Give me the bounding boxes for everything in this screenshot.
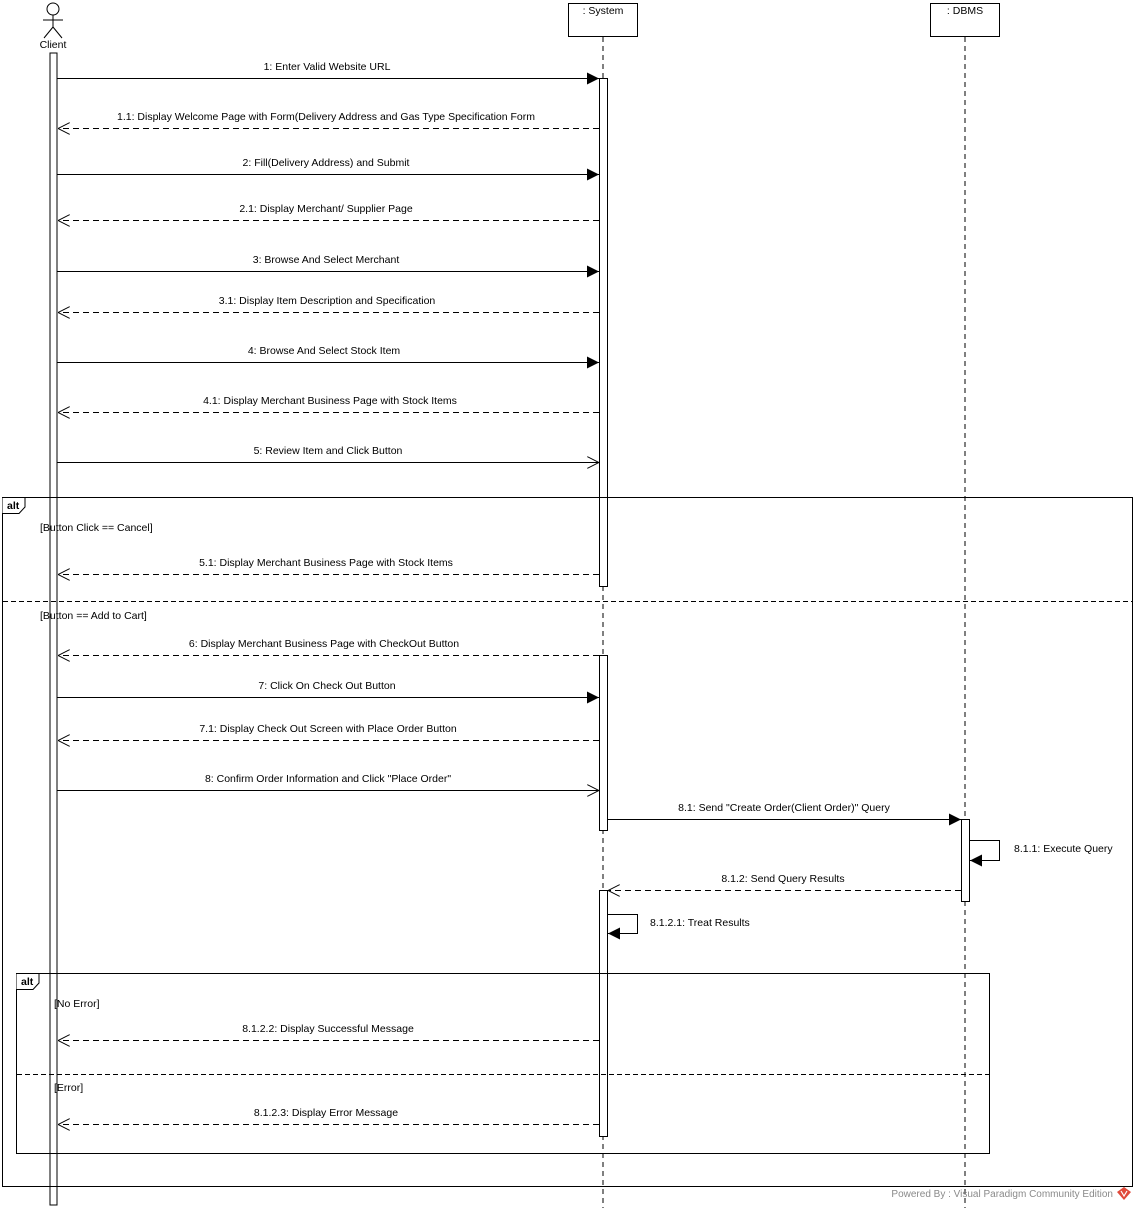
alt-fragment-inner: alt [No Error] [Error] xyxy=(16,973,990,1154)
message-8-1-2-3-label: 8.1.2.3: Display Error Message xyxy=(254,1107,398,1119)
message-8-1-2-1: 8.1.2.1: Treat Results xyxy=(608,914,750,940)
alt-fragment-outer-tag xyxy=(2,497,26,514)
message-4-1: 4.1: Display Merchant Business Page with… xyxy=(58,395,599,413)
message-8-1-1-label: 8.1.1: Execute Query xyxy=(1014,843,1113,855)
alt-guard-cancel: [Button Click == Cancel] xyxy=(40,522,153,534)
alt-fragment-inner-tag xyxy=(16,973,40,990)
message-5: 5: Review Item and Click Button xyxy=(57,445,599,463)
visual-paradigm-logo-icon xyxy=(1117,1187,1131,1200)
watermark: Powered By : Visual Paradigm Community E… xyxy=(891,1187,1131,1200)
message-2-1-label: 2.1: Display Merchant/ Supplier Page xyxy=(239,203,413,215)
lifeline-dbms: : DBMS xyxy=(930,3,1000,1208)
alt-guard-no-error: [No Error] xyxy=(54,998,100,1010)
watermark-text: Powered By : Visual Paradigm Community E… xyxy=(891,1189,1113,1200)
message-2: 2: Fill(Delivery Address) and Submit xyxy=(57,157,599,181)
message-8-1-2-1-label: 8.1.2.1: Treat Results xyxy=(650,917,750,929)
message-4: 4: Browse And Select Stock Item xyxy=(57,345,599,369)
message-7-1-label: 7.1: Display Check Out Screen with Place… xyxy=(199,723,457,735)
message-1-label: 1: Enter Valid Website URL xyxy=(264,61,391,73)
message-6: 6: Display Merchant Business Page with C… xyxy=(58,638,599,656)
message-8-1-2-label: 8.1.2: Send Query Results xyxy=(721,873,844,885)
message-8-1-label: 8.1: Send "Create Order(Client Order)" Q… xyxy=(678,802,890,814)
alt-guard-add-to-cart: [Button == Add to Cart] xyxy=(40,610,147,622)
message-8-1-2-3: 8.1.2.3: Display Error Message xyxy=(58,1107,599,1125)
message-8-label: 8: Confirm Order Information and Click "… xyxy=(205,773,451,785)
lifeline-system-head xyxy=(568,3,638,37)
message-7: 7: Click On Check Out Button xyxy=(57,680,599,704)
message-1-1-label: 1.1: Display Welcome Page with Form(Deli… xyxy=(117,111,535,123)
message-3-label: 3: Browse And Select Merchant xyxy=(253,254,400,266)
message-3-1: 3.1: Display Item Description and Specif… xyxy=(58,295,599,313)
message-5-1-label: 5.1: Display Merchant Business Page with… xyxy=(199,557,453,569)
message-8-1-2-2-label: 8.1.2.2: Display Successful Message xyxy=(242,1023,414,1035)
message-8-1-2-2: 8.1.2.2: Display Successful Message xyxy=(58,1023,599,1041)
message-8-1-1: 8.1.1: Execute Query xyxy=(970,840,1113,867)
message-3: 3: Browse And Select Merchant xyxy=(57,254,599,278)
message-5-1: 5.1: Display Merchant Business Page with… xyxy=(58,557,599,575)
activation-system-2 xyxy=(599,655,608,831)
actor-icon xyxy=(43,2,63,39)
message-4-label: 4: Browse And Select Stock Item xyxy=(248,345,401,357)
message-1-1: 1.1: Display Welcome Page with Form(Deli… xyxy=(58,111,599,129)
message-8-1: 8.1: Send "Create Order(Client Order)" Q… xyxy=(608,802,961,826)
message-1: 1: Enter Valid Website URL xyxy=(57,61,599,85)
alt-fragment-outer-operator: alt xyxy=(7,500,20,512)
message-6-label: 6: Display Merchant Business Page with C… xyxy=(189,638,459,650)
message-4-1-label: 4.1: Display Merchant Business Page with… xyxy=(203,395,457,407)
message-2-1: 2.1: Display Merchant/ Supplier Page xyxy=(58,203,599,221)
message-7-1: 7.1: Display Check Out Screen with Place… xyxy=(58,723,599,741)
lifeline-system-label: : System xyxy=(583,5,624,17)
message-2-label: 2: Fill(Delivery Address) and Submit xyxy=(243,157,410,169)
lifeline-dbms-head xyxy=(930,3,1000,37)
message-5-label: 5: Review Item and Click Button xyxy=(254,445,403,457)
lifeline-dbms-label: : DBMS xyxy=(947,5,983,17)
message-3-1-label: 3.1: Display Item Description and Specif… xyxy=(219,295,436,307)
activation-client xyxy=(49,52,58,1206)
alt-fragment-outer: alt [Button Click == Cancel] [Button == … xyxy=(2,497,1133,1187)
message-8-1-2: 8.1.2: Send Query Results xyxy=(608,873,961,891)
activation-dbms xyxy=(961,819,970,902)
alt-guard-error: [Error] xyxy=(54,1082,83,1094)
lifeline-client-label: Client xyxy=(40,39,67,51)
message-7-label: 7: Click On Check Out Button xyxy=(258,680,395,692)
alt-fragment-inner-operator: alt xyxy=(21,976,34,988)
message-8: 8: Confirm Order Information and Click "… xyxy=(57,773,599,791)
activation-system-1 xyxy=(599,78,608,587)
activation-system-3 xyxy=(599,890,608,1137)
lifeline-client: Client xyxy=(40,2,67,1206)
